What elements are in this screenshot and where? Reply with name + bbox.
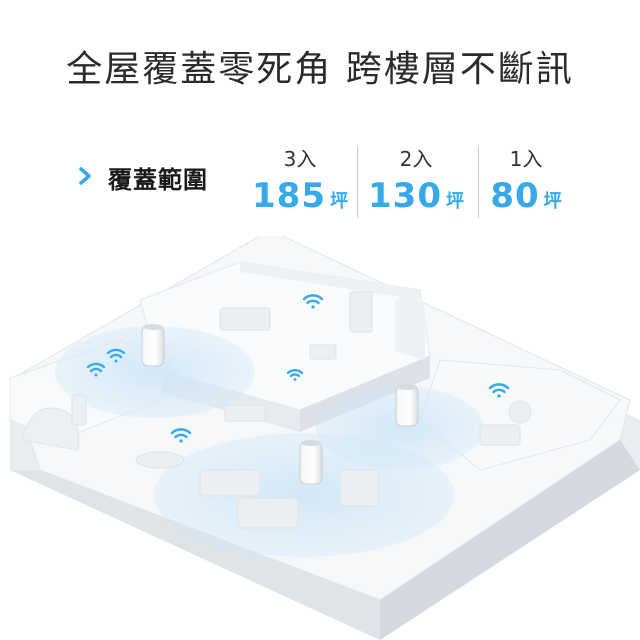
tier-units: 2入 xyxy=(399,147,433,171)
tier-units: 1入 xyxy=(509,147,543,171)
coverage-zone xyxy=(55,326,255,418)
wifi-icon xyxy=(106,348,126,363)
wifi-icon xyxy=(286,368,304,381)
tier-divider xyxy=(478,146,479,218)
tier-area-value: 80 xyxy=(490,176,540,216)
headline: 全屋覆蓋零死角 跨樓層不斷訊 xyxy=(66,49,574,90)
mesh-router xyxy=(395,384,419,427)
mesh-router xyxy=(299,440,323,485)
tier-area-value: 130 xyxy=(368,176,442,216)
wifi-icon xyxy=(86,362,106,377)
tier-units: 3入 xyxy=(283,147,317,171)
house-floorplan-illustration xyxy=(9,236,640,640)
mesh-router xyxy=(141,324,165,367)
coverage-zone xyxy=(154,433,454,557)
coverage-label: 覆蓋範圍 xyxy=(108,166,208,194)
tier-divider xyxy=(357,146,358,218)
tier-area-unit: 坪 xyxy=(329,191,348,212)
furniture xyxy=(71,291,532,529)
wifi-icon xyxy=(302,294,324,309)
chevron-right-icon xyxy=(79,167,91,185)
wifi-icon xyxy=(170,428,192,443)
wifi-icon xyxy=(488,383,510,398)
tier-area-unit: 坪 xyxy=(445,191,464,212)
tier-area-value: 185 xyxy=(252,176,326,216)
tier-area-unit: 坪 xyxy=(543,191,562,212)
